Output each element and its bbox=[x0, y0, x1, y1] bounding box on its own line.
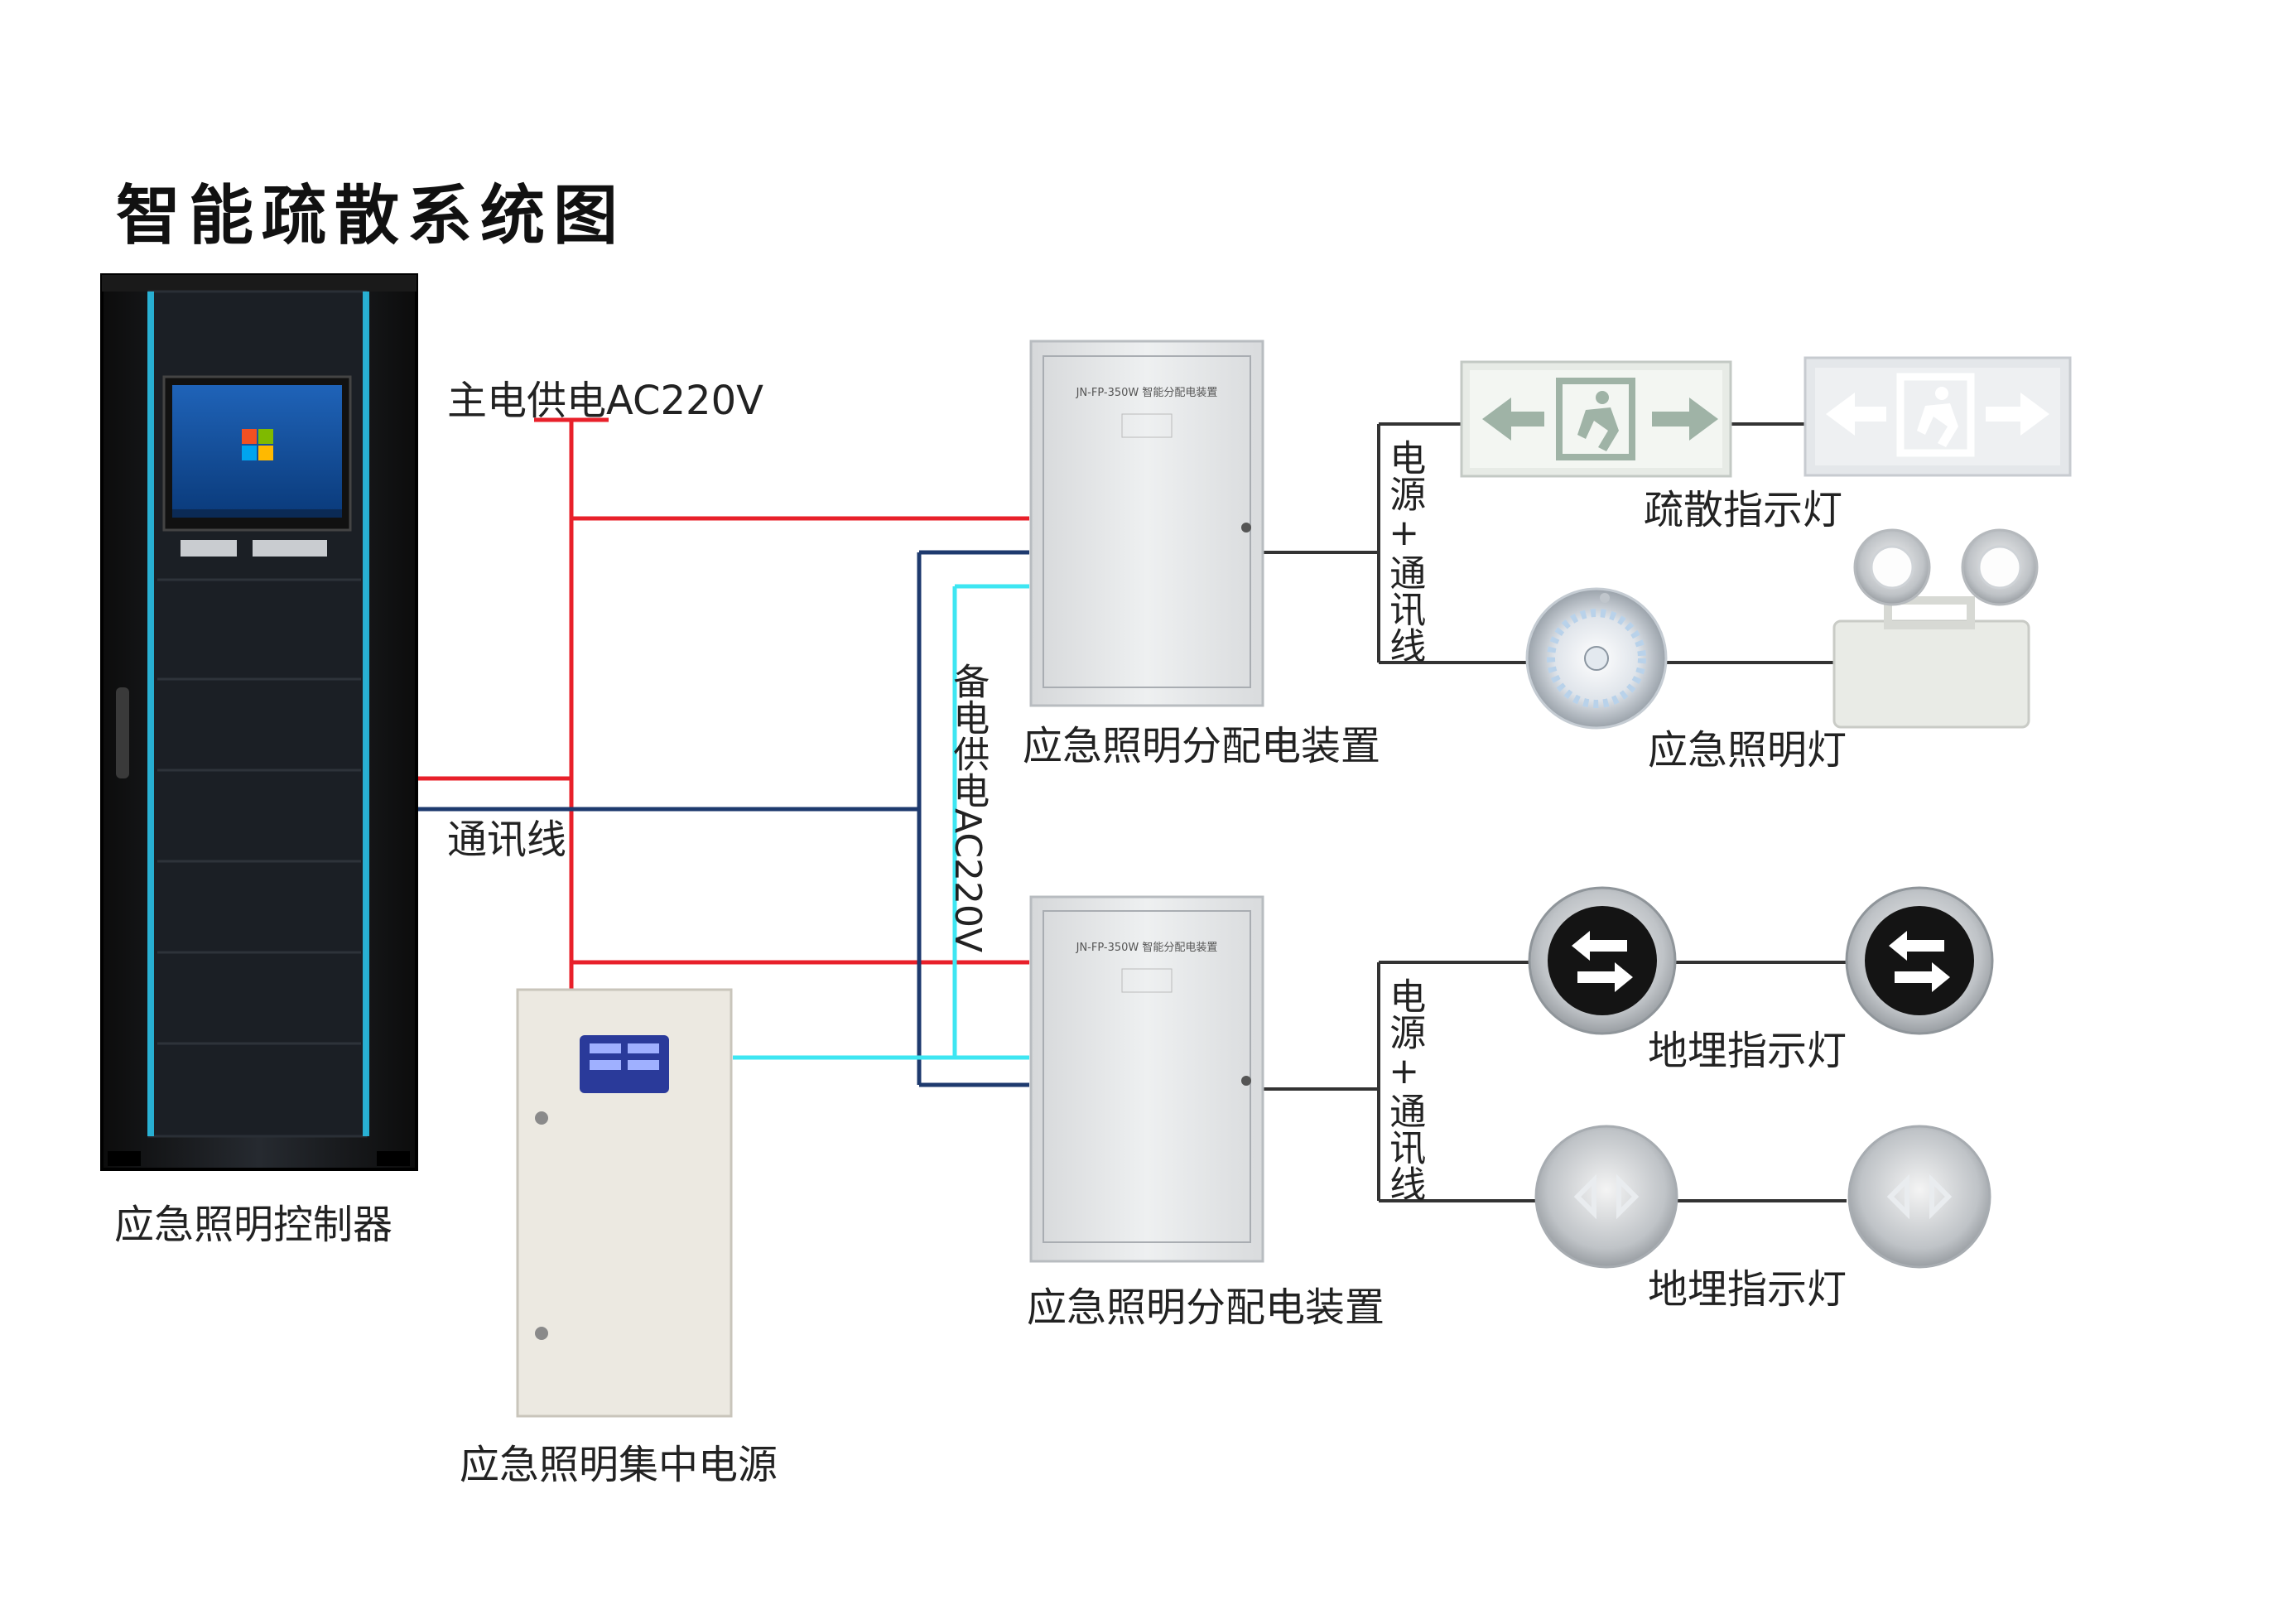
floor-signs-label-2: 地埋指示灯 bbox=[1648, 1266, 1847, 1313]
cabinet-handle bbox=[116, 687, 129, 778]
double-arrow-icon bbox=[1889, 931, 1950, 992]
running-man-icon bbox=[1573, 1173, 1640, 1220]
controller-buttons bbox=[181, 540, 237, 557]
diagram-title: 智能疏散系统图 bbox=[116, 178, 627, 253]
central-power-label: 应急照明集中电源 bbox=[460, 1442, 778, 1488]
distribution-box-top: JN-FP-350W 智能分配电装置 bbox=[1029, 340, 1264, 707]
floor-sign-metal-1 bbox=[1534, 1125, 1678, 1269]
central-power-cabinet bbox=[516, 988, 733, 1418]
dist-box-model-text: JN-FP-350W 智能分配电装置 bbox=[1076, 942, 1218, 954]
power-wires bbox=[418, 417, 1029, 994]
comm-line-label: 通讯线 bbox=[447, 817, 567, 863]
device-wires bbox=[1263, 422, 1847, 1202]
left-arrow-icon bbox=[1482, 398, 1544, 441]
lock-icon bbox=[1241, 1076, 1251, 1086]
backup-power-label: 备电供电AC220V bbox=[946, 663, 990, 953]
main-power-label: 主电供电AC220V bbox=[447, 378, 763, 424]
floor-signs-label-1: 地埋指示灯 bbox=[1648, 1028, 1847, 1074]
floor-sign-metal-2 bbox=[1847, 1125, 1991, 1269]
exit-sign-1 bbox=[1460, 360, 1732, 478]
emergency-lights-label: 应急照明灯 bbox=[1648, 727, 1847, 773]
distribution-top-label: 应急照明分配电装置 bbox=[1023, 723, 1381, 769]
controller-screen bbox=[172, 385, 342, 518]
comm-wires bbox=[418, 550, 1029, 1087]
backup-wires bbox=[733, 584, 1029, 1060]
controller-label: 应急照明控制器 bbox=[114, 1202, 393, 1248]
running-man-icon bbox=[1896, 373, 1975, 457]
running-man-icon bbox=[1886, 1173, 1953, 1220]
power-comm-label-bottom: 电源+通讯线 bbox=[1383, 977, 1426, 1202]
ceiling-emergency-light bbox=[1525, 587, 1668, 730]
exit-sign-2 bbox=[1803, 356, 2072, 477]
exit-signs-label: 疏散指示灯 bbox=[1644, 487, 1843, 533]
double-arrow-icon bbox=[1572, 931, 1633, 992]
right-arrow-icon bbox=[1986, 393, 2049, 436]
lock-icon bbox=[535, 1327, 548, 1340]
controller-cabinet bbox=[100, 273, 418, 1171]
floor-sign-dark-2 bbox=[1845, 886, 1994, 1035]
cabinet-shelves bbox=[157, 578, 361, 1045]
floor-sign-dark-1 bbox=[1528, 886, 1677, 1035]
lock-icon bbox=[535, 1111, 548, 1125]
right-arrow-icon bbox=[1652, 398, 1718, 441]
left-arrow-icon bbox=[1826, 393, 1886, 436]
twin-head-emergency-light bbox=[1832, 528, 2039, 729]
distribution-box-bottom: JN-FP-350W 智能分配电装置 bbox=[1029, 895, 1264, 1263]
power-comm-label-top: 电源+通讯线 bbox=[1383, 439, 1426, 663]
running-man-icon bbox=[1556, 378, 1635, 460]
lock-icon bbox=[1241, 523, 1251, 532]
windows-logo-icon bbox=[242, 429, 273, 460]
distribution-bottom-label: 应急照明分配电装置 bbox=[1027, 1284, 1385, 1331]
dist-box-model-text: JN-FP-350W 智能分配电装置 bbox=[1076, 387, 1218, 399]
